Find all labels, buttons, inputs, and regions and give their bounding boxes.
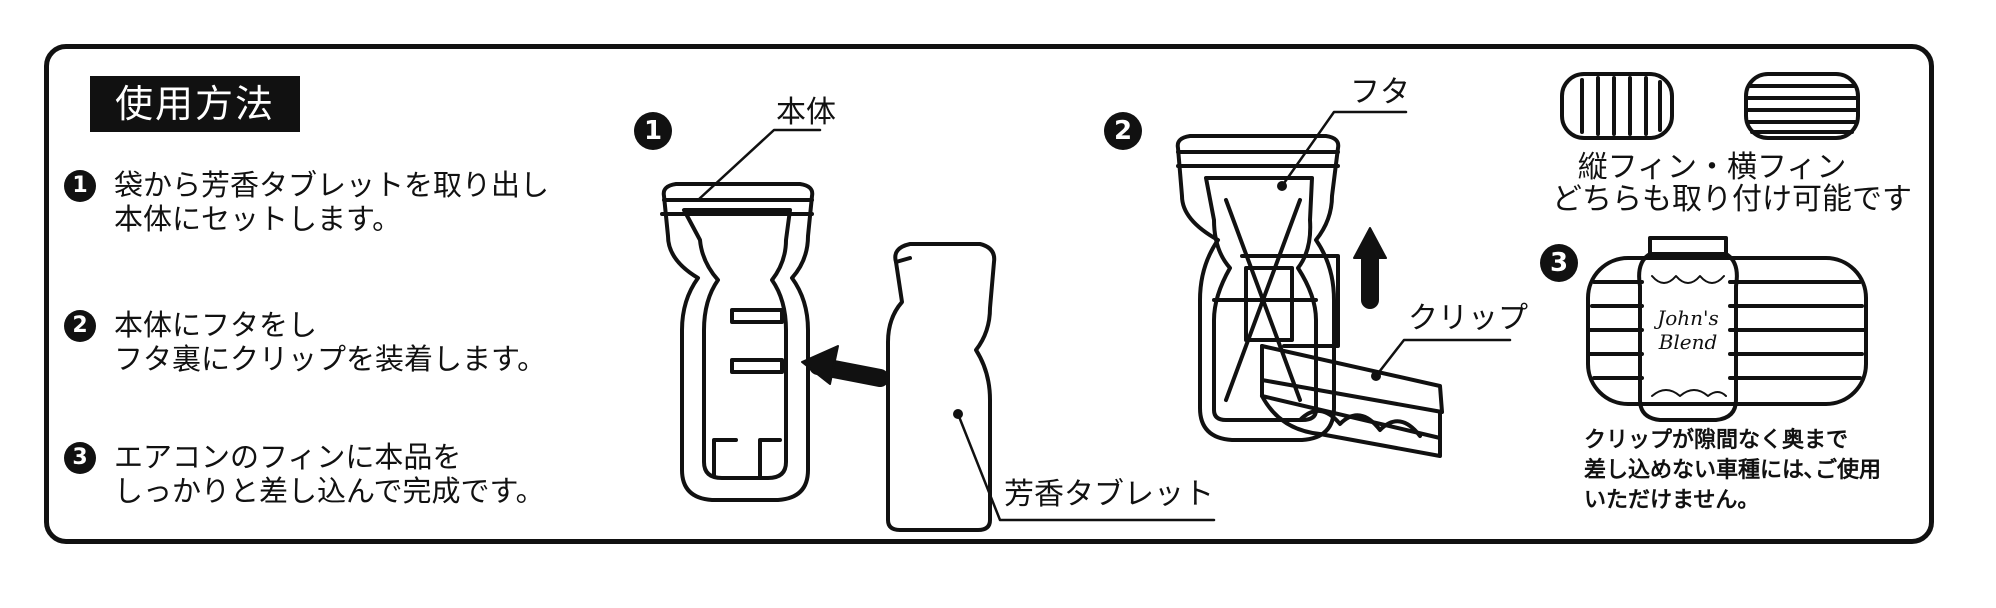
figure-3-number-badge: 3	[1540, 244, 1578, 282]
step-2-number: 2	[64, 310, 96, 342]
label-lid: フタ	[1350, 75, 1410, 110]
brand-line-2: Blend	[1658, 330, 1718, 354]
fin-note-line-2: どちらも取り付け可能です	[1552, 182, 1912, 217]
step-3-number: 3	[64, 442, 96, 474]
instruction-frame	[44, 44, 1934, 544]
label-fragrance-tablet: 芳香タブレット	[1004, 477, 1214, 512]
brand-logo: John's Blend	[1644, 306, 1732, 354]
step-2-line-2: フタ裏にクリップを装着します。	[114, 342, 547, 376]
step-1-number: 1	[64, 170, 96, 202]
step-1-line-1: 袋から芳香タブレットを取り出し	[114, 168, 550, 202]
label-clip: クリップ	[1408, 301, 1528, 336]
warning-line-1: クリップが隙間なく奥まで	[1584, 428, 1849, 453]
device-with-lid-illustration	[1175, 134, 1341, 442]
label-body: 本体	[776, 95, 836, 130]
horizontal-fin-icon	[1744, 72, 1860, 140]
device-body-illustration	[660, 182, 815, 502]
page-title: 使用方法	[90, 76, 300, 132]
fragrance-tablet-illustration	[886, 242, 997, 532]
step-3-line-2: しっかりと差し込んで完成です。	[114, 474, 545, 508]
fin-compatibility-note: 縦フィン・横フィン どちらも取り付け可能です	[1552, 150, 1912, 217]
vent-mount-illustration	[1586, 256, 1868, 406]
figure-1-number-badge: 1	[634, 112, 672, 150]
fin-note-line-1: 縦フィン・横フィン	[1577, 150, 1847, 185]
step-1-line-2: 本体にセットします。	[114, 202, 402, 236]
product-jar-illustration	[1637, 236, 1739, 422]
brand-line-1: John's	[1657, 306, 1719, 330]
step-3-line-1: エアコンのフィンに本品を	[114, 440, 462, 474]
figure-2-number-badge: 2	[1104, 112, 1142, 150]
warning-line-2: 差し込めない車種には､ご使用	[1584, 458, 1882, 483]
warning-note: クリップが隙間なく奥まで 差し込めない車種には､ご使用 いただけません。	[1584, 426, 1881, 516]
step-2-line-1: 本体にフタをし	[114, 308, 318, 342]
clip-illustration	[1260, 344, 1444, 458]
warning-line-3: いただけません。	[1584, 488, 1760, 513]
vertical-fin-icon	[1560, 72, 1674, 140]
